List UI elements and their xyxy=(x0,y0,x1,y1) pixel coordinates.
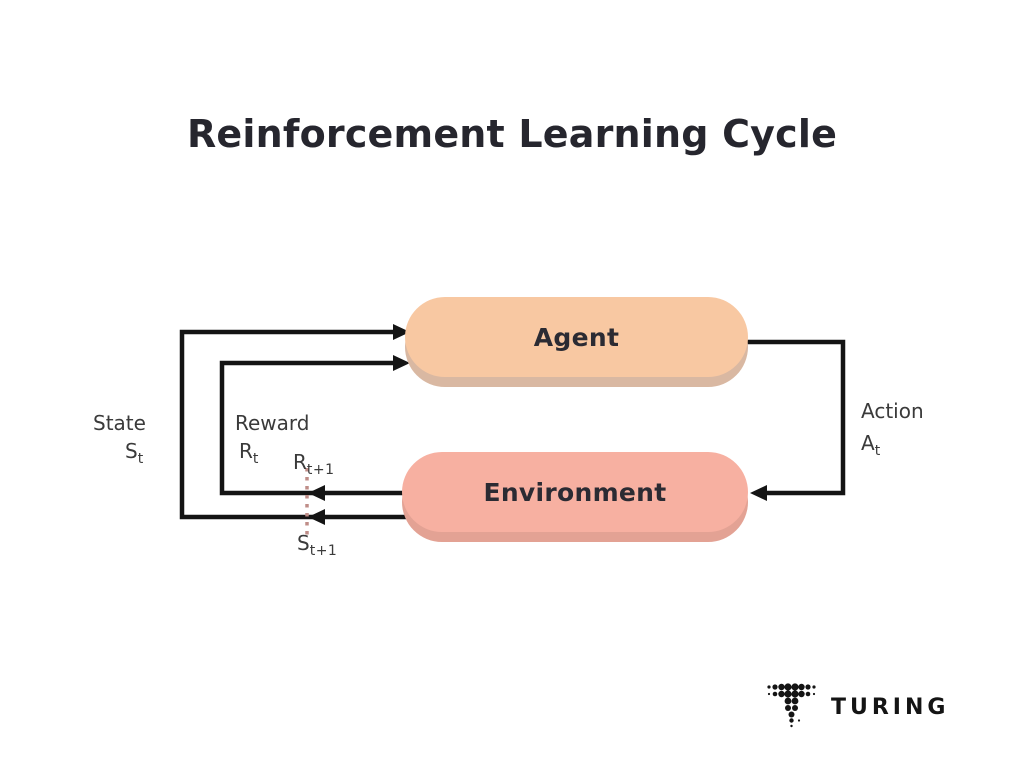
next-reward-at-divider-arrowhead-icon xyxy=(308,485,325,501)
action-symbol-label: At xyxy=(861,431,881,459)
reward-word-label: Reward xyxy=(235,411,310,435)
agent-node-label: Agent xyxy=(533,322,620,352)
turing-logo: TURING xyxy=(766,682,949,732)
reward-into-agent-arrowhead-icon xyxy=(393,355,410,371)
next-reward-symbol-label: Rt+1 xyxy=(293,450,335,478)
state-symbol-label: St xyxy=(125,439,144,467)
state-flow-line xyxy=(179,329,430,520)
next-state-symbol: S xyxy=(297,531,310,555)
action-into-environment-arrowhead-icon xyxy=(750,485,767,501)
environment-node-label: Environment xyxy=(483,477,667,507)
action-subscript: t xyxy=(874,443,881,459)
agent-node-body: Agent xyxy=(405,297,748,377)
reward-symbol: R xyxy=(239,439,253,463)
next-reward-symbol: R xyxy=(293,450,307,474)
next-state-at-divider-arrowhead-icon xyxy=(308,509,325,525)
page-title: Reinforcement Learning Cycle xyxy=(186,112,838,156)
state-symbol: S xyxy=(125,439,138,463)
next-state-subscript: t+1 xyxy=(309,543,338,559)
state-into-agent-arrowhead-icon xyxy=(393,324,410,340)
reward-symbol-label: Rt xyxy=(239,439,259,467)
reward-subscript: t xyxy=(252,451,259,467)
agent-node: Agent xyxy=(405,297,748,387)
state-subscript: t xyxy=(137,451,144,467)
turing-dotted-t-icon xyxy=(767,683,816,728)
next-state-symbol-label: St+1 xyxy=(297,531,337,559)
action-flow-line xyxy=(700,339,846,496)
environment-node-body: Environment xyxy=(402,452,748,532)
environment-node: Environment xyxy=(402,452,748,542)
turing-logo-text: TURING xyxy=(831,694,950,720)
action-symbol: A xyxy=(861,431,875,455)
action-word-label: Action xyxy=(861,399,924,423)
reward-flow-line xyxy=(219,360,430,496)
next-reward-subscript: t+1 xyxy=(306,462,335,478)
state-word-label: State xyxy=(93,411,146,435)
